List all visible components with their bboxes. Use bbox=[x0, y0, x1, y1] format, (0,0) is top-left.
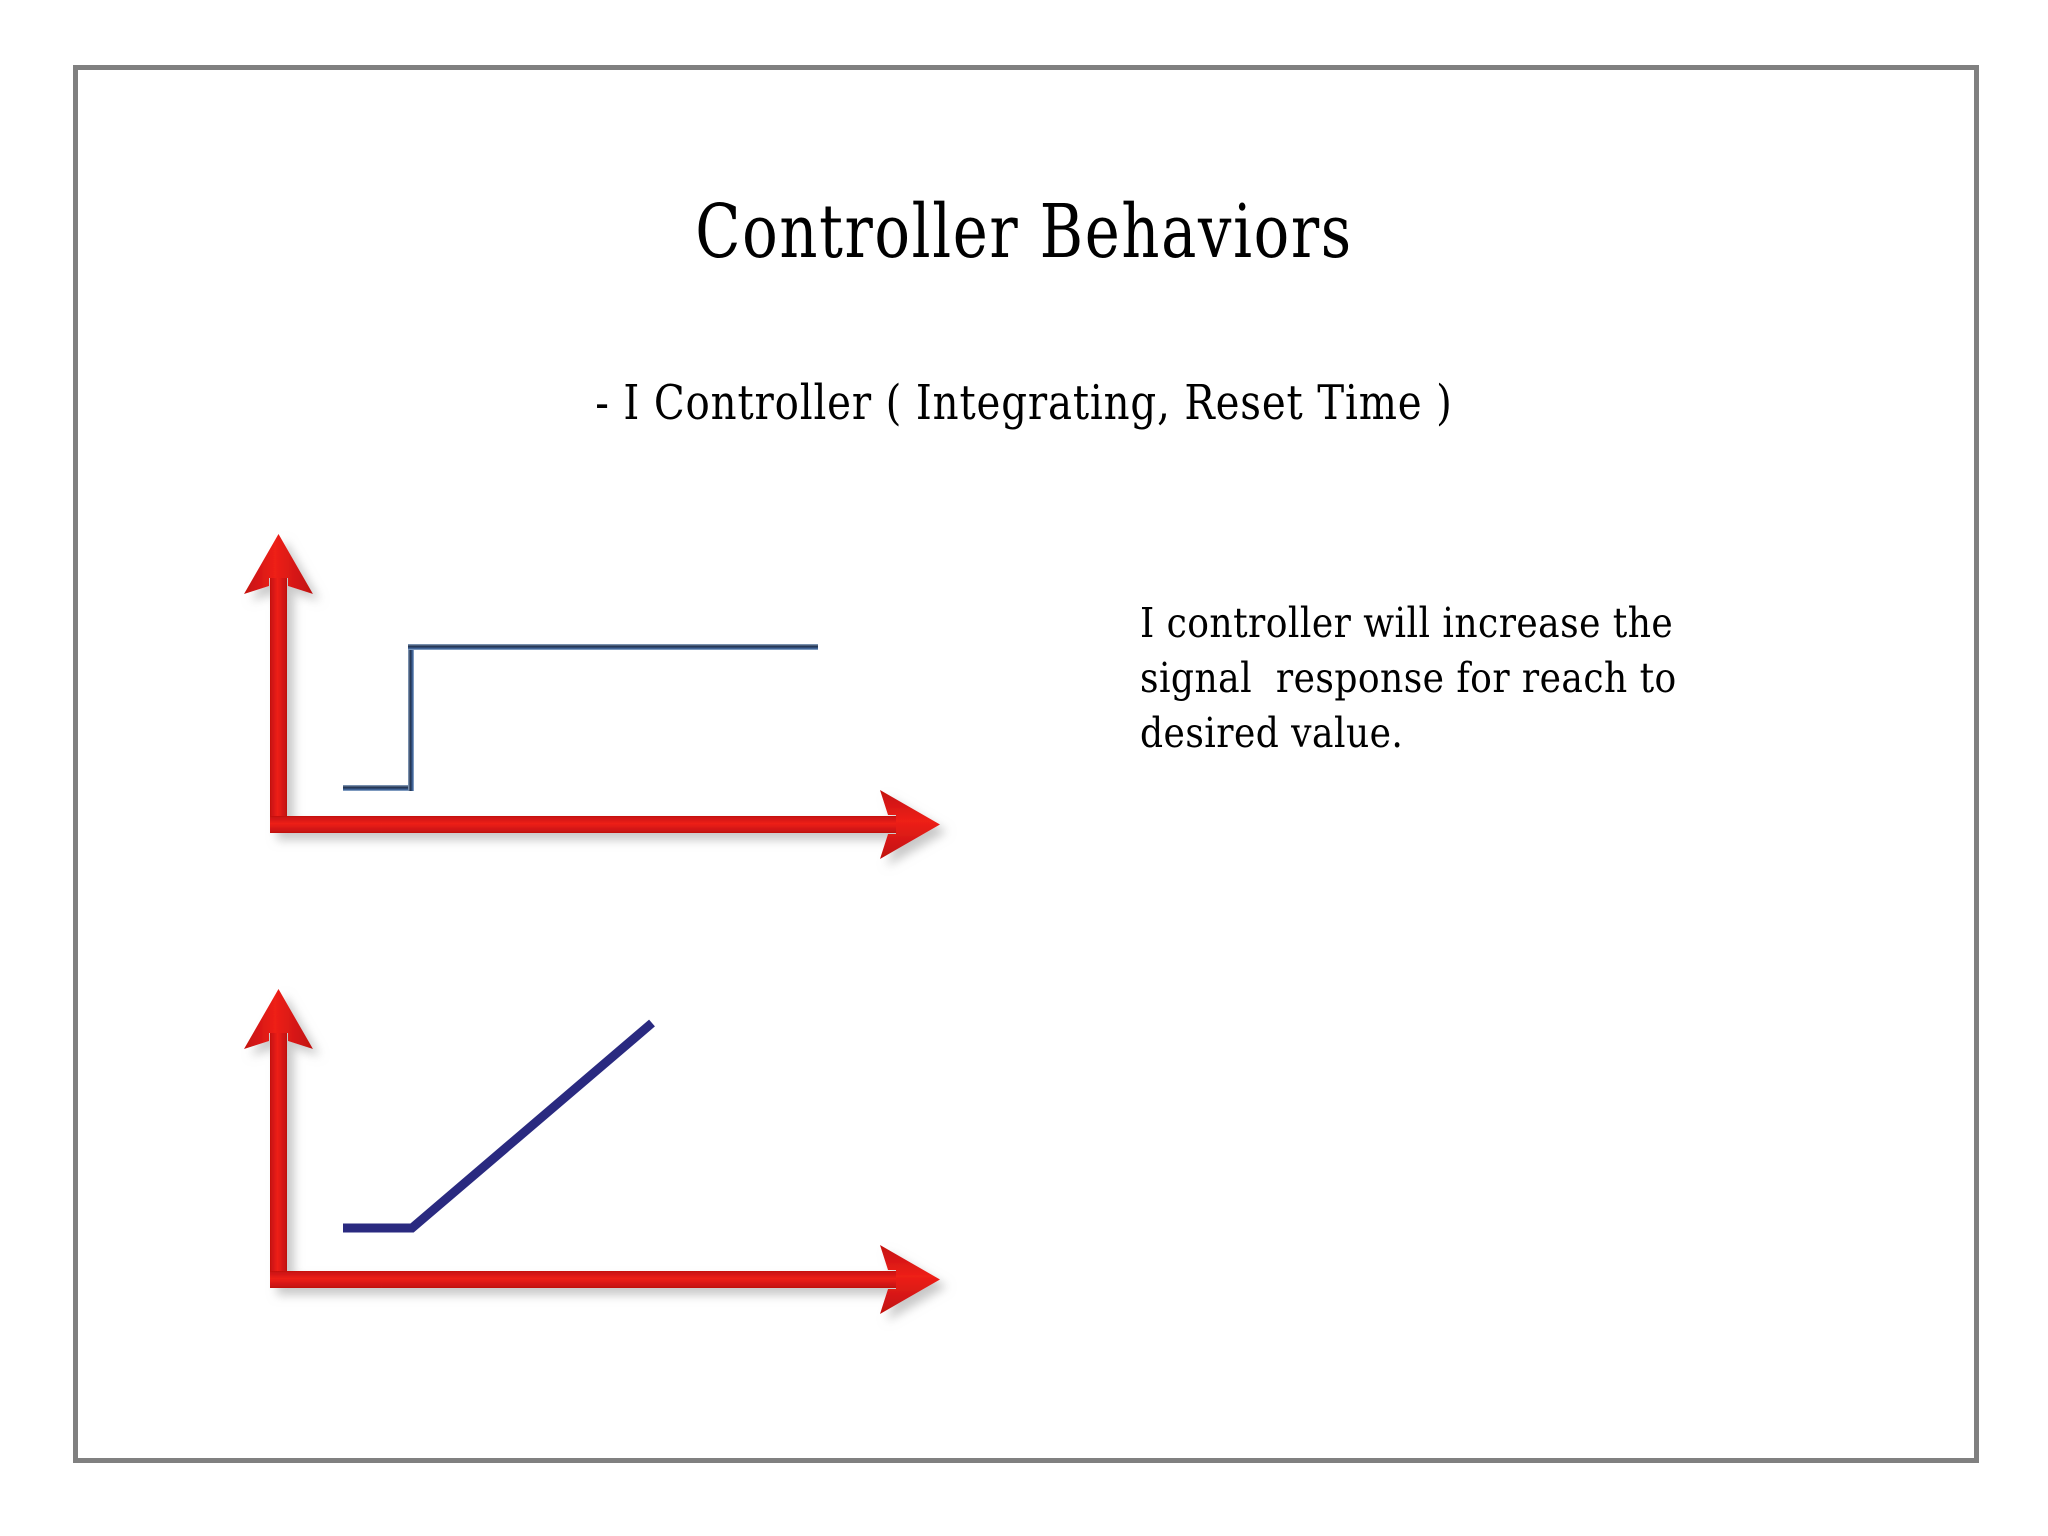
step-segment-high bbox=[408, 644, 818, 650]
y-axis-line bbox=[270, 1030, 287, 1288]
x-axis-line bbox=[270, 1271, 898, 1288]
body-text-line-3: desired value. bbox=[1140, 709, 1404, 757]
body-text-block: I controller will increase the signal re… bbox=[1140, 596, 1809, 761]
page-title: Controller Behaviors bbox=[695, 189, 1353, 275]
step-segment-rise bbox=[408, 644, 414, 791]
x-axis-arrow-icon bbox=[880, 790, 940, 859]
y-axis-line bbox=[270, 575, 287, 833]
slide-subtitle: - I Controller ( Integrating, Reset Time… bbox=[595, 375, 1453, 431]
y-axis-arrow-icon bbox=[244, 989, 313, 1049]
slide-border-frame bbox=[73, 65, 1979, 1463]
step-segment-low bbox=[343, 785, 414, 791]
y-axis-arrow-icon bbox=[244, 534, 313, 594]
axis-group-red bbox=[244, 989, 940, 1314]
chart-step-input bbox=[240, 520, 980, 880]
chart-integrating-ramp bbox=[240, 975, 980, 1335]
body-text-line-1: I controller will increase the bbox=[1140, 599, 1674, 647]
body-text-line-2: signal response for reach to bbox=[1140, 654, 1677, 702]
x-axis-arrow-icon bbox=[880, 1245, 940, 1314]
x-axis-line bbox=[270, 816, 898, 833]
ramp-polyline bbox=[343, 1019, 655, 1233]
step-signal-trace bbox=[343, 644, 818, 791]
axis-group-red bbox=[244, 534, 940, 859]
ramp-signal-trace bbox=[343, 1019, 655, 1233]
